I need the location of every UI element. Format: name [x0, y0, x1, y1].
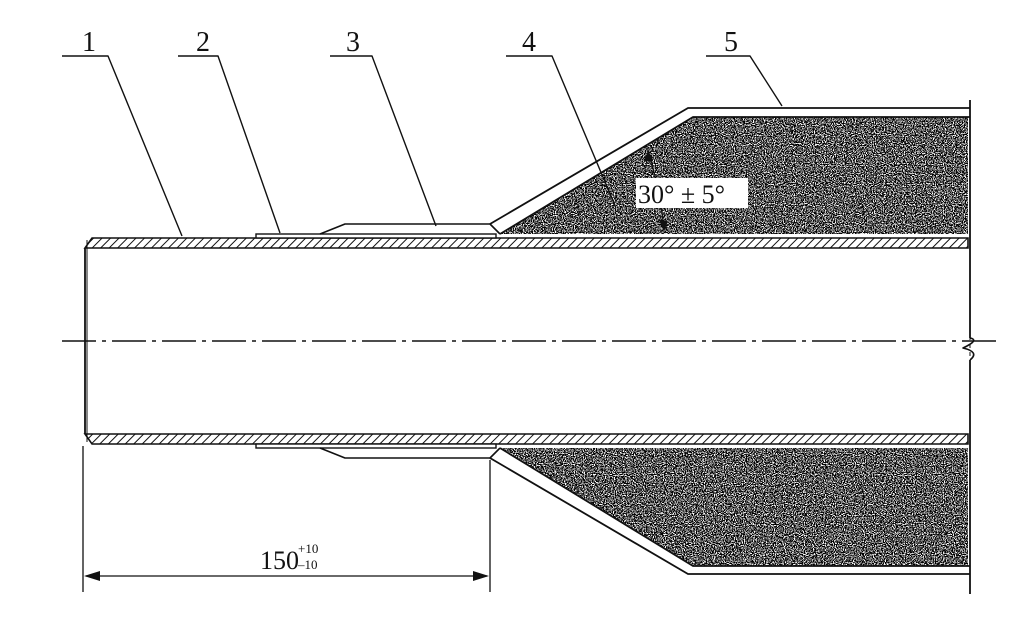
break-line: [962, 100, 975, 594]
callout-leaders: [62, 55, 783, 237]
angle-label: 30° ± 5°: [638, 180, 725, 209]
callout-1: 1: [82, 27, 96, 58]
layer-3-sleeve: [319, 223, 501, 459]
dimension-upper-tolerance: +10: [298, 541, 318, 556]
dimension-value: 150: [260, 546, 299, 575]
dimension-lower-tolerance: –10: [297, 557, 318, 572]
layer-2-tape: [255, 233, 497, 449]
callout-2: 2: [196, 27, 210, 58]
callout-3: 3: [346, 27, 360, 58]
insulation-fill: [500, 117, 968, 566]
outer-jacket: [489, 107, 970, 575]
length-dimension: [82, 446, 491, 592]
callout-5: 5: [724, 27, 738, 58]
callout-4: 4: [522, 27, 536, 58]
